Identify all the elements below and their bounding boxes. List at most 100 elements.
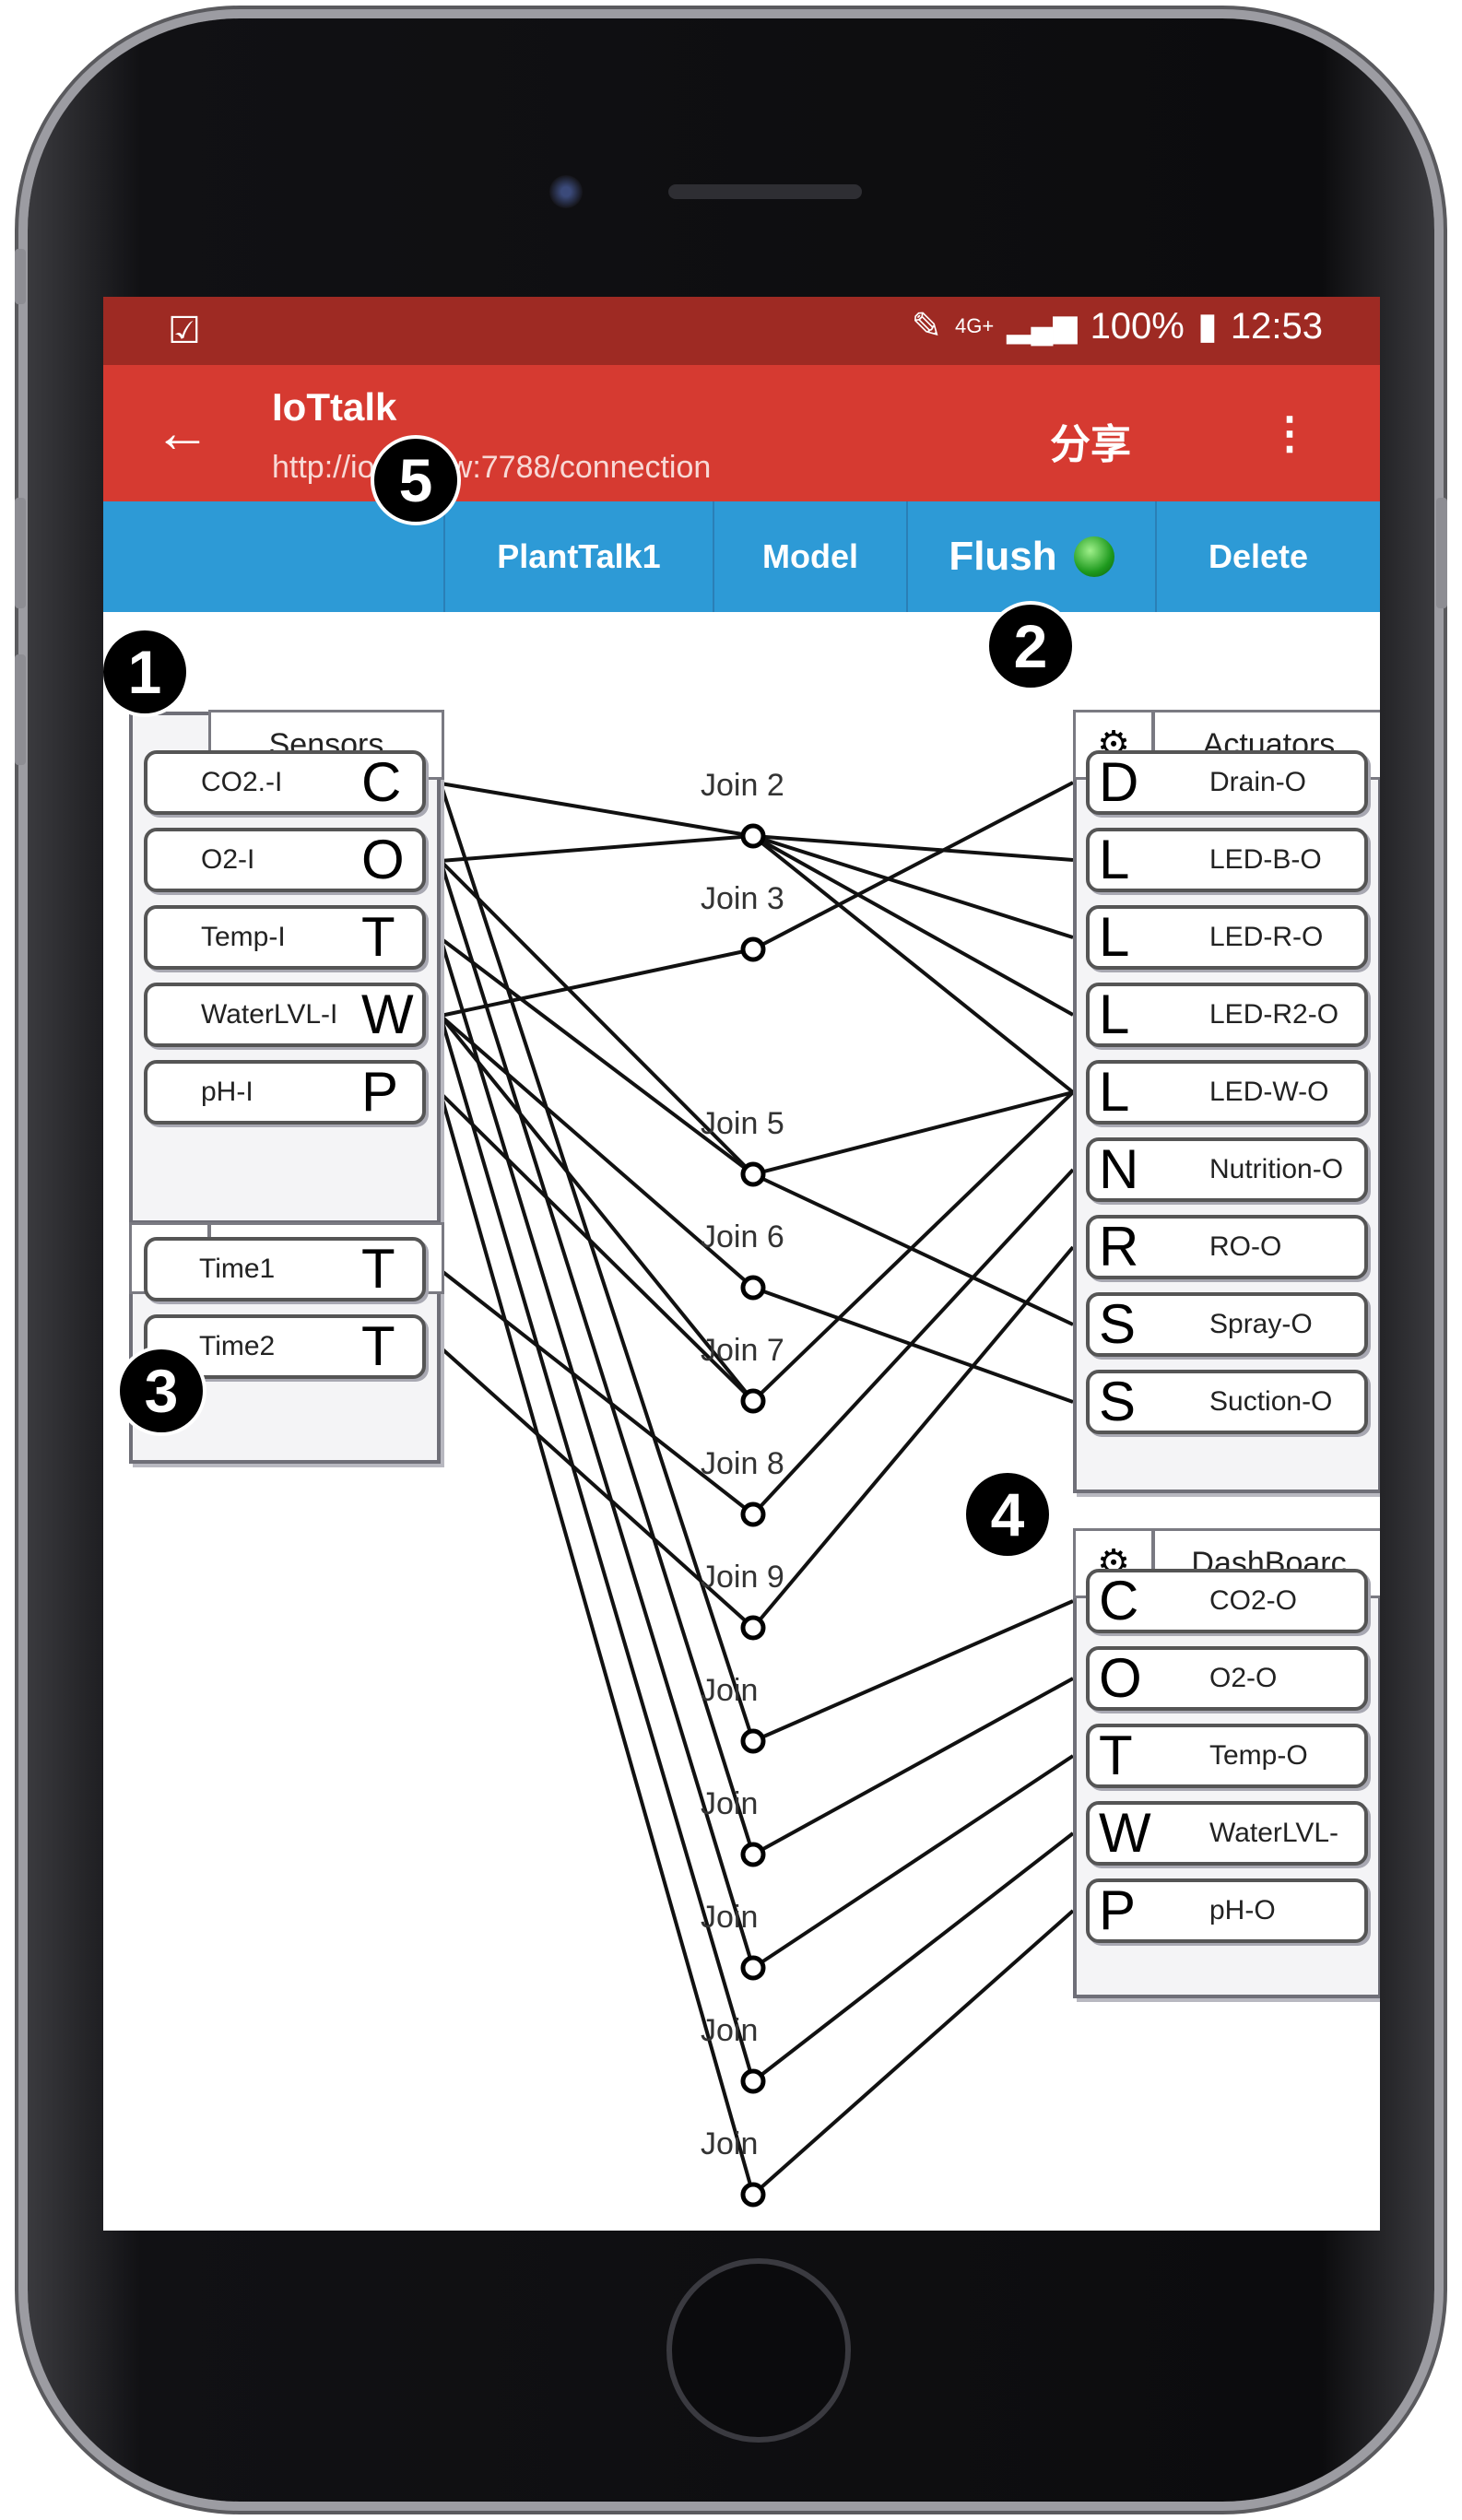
- dashboard-feature-label: Temp-O: [1209, 1740, 1308, 1771]
- connection-line: [752, 834, 1074, 939]
- join-label[interactable]: Join: [701, 1786, 759, 1821]
- actuators-feature-label: LED-W-O: [1209, 1077, 1329, 1107]
- connection-line: [439, 936, 755, 1176]
- dashboard-feature-label: WaterLVL-: [1209, 1818, 1339, 1848]
- actuators-feature-letter: L: [1099, 983, 1130, 1045]
- join-node-icon: [740, 1842, 766, 1867]
- checkbox-icon: ☑: [168, 311, 201, 351]
- home-button[interactable]: [666, 2258, 851, 2443]
- connection-line: [439, 937, 755, 1969]
- connection-line: [751, 1090, 1075, 1403]
- share-button[interactable]: 分享: [1050, 422, 1131, 467]
- sensors-feature-label: WaterLVL-I: [201, 999, 338, 1030]
- dashboard-feature-letter: O: [1099, 1647, 1142, 1709]
- sensors-feature-label: CO2.-I: [201, 767, 283, 797]
- back-arrow-icon[interactable]: ←: [154, 401, 211, 465]
- sensors-feature-letter: C: [361, 751, 402, 813]
- join-node-icon: [740, 1501, 766, 1527]
- more-options-icon[interactable]: ⋮: [1267, 409, 1312, 458]
- actuators-feature-6[interactable]: RO-O R: [1086, 1215, 1368, 1279]
- flush-button[interactable]: Flush: [906, 501, 1155, 612]
- join-label[interactable]: Join 5: [701, 1106, 784, 1141]
- join-label[interactable]: Join 6: [701, 1219, 784, 1254]
- delete-button[interactable]: Delete: [1155, 501, 1360, 612]
- actuators-feature-label: LED-B-O: [1209, 844, 1322, 875]
- volume-down-button: [15, 654, 26, 765]
- join-node-icon: [740, 1388, 766, 1414]
- mute-switch: [15, 249, 26, 304]
- sensors-feature-letter: T: [361, 906, 395, 968]
- join-label[interactable]: Join: [701, 1900, 759, 1935]
- model-button[interactable]: Model: [713, 501, 906, 612]
- actuators-feature-letter: R: [1099, 1216, 1139, 1278]
- sensors-feature-letter: O: [361, 829, 405, 890]
- dashboard-feature-label: O2-O: [1209, 1663, 1278, 1693]
- join-node-icon: [740, 936, 766, 962]
- connection-line: [439, 859, 755, 1176]
- join-label[interactable]: Join: [701, 2013, 759, 2048]
- actuators-feature-8[interactable]: Suction-O S: [1086, 1370, 1368, 1434]
- connection-line: [751, 1831, 1075, 2083]
- screen: ☑ ✎ 4G+ ▂▄▆ 100% ▮ 12:53 ← IoTtalk http:…: [103, 297, 1380, 2231]
- sensors-feature-1[interactable]: O2-I O: [144, 828, 426, 892]
- connection-line: [439, 1091, 755, 1403]
- earpiece-speaker: [668, 184, 862, 199]
- actuators-feature-letter: L: [1099, 829, 1130, 890]
- join-label[interactable]: Join 8: [701, 1446, 784, 1481]
- app-title: IoTtalk: [272, 385, 397, 429]
- signal-icon: ▂▄▆: [1007, 309, 1078, 344]
- dashboard-feature-letter: C: [1099, 1570, 1139, 1631]
- sensors-feature-0[interactable]: CO2.-I C: [144, 750, 426, 815]
- join-label[interactable]: Join: [701, 1673, 759, 1708]
- join-node-icon: [740, 823, 766, 849]
- front-camera: [549, 175, 583, 208]
- actuators-feature-1[interactable]: LED-B-O L: [1086, 828, 1368, 892]
- join-label[interactable]: Join: [701, 2126, 759, 2161]
- join-label[interactable]: Join 3: [701, 881, 784, 916]
- toolbar: PlantTalk1 Model Flush Delete: [103, 501, 1380, 612]
- project-button[interactable]: PlantTalk1: [443, 501, 713, 612]
- connection-line: [439, 1268, 755, 1516]
- app-bar: ← IoTtalk http://iottalk.tw:7788/connect…: [103, 365, 1380, 501]
- connection-line: [751, 1754, 1075, 1970]
- flush-status-led-icon: [1073, 536, 1114, 577]
- badge-5: 5: [371, 435, 461, 525]
- dashboard-feature-label: pH-O: [1209, 1895, 1276, 1925]
- sensors-feature-label: O2-I: [201, 844, 255, 875]
- dashboard-feature-1[interactable]: O2-O O: [1086, 1646, 1368, 1711]
- actuators-feature-label: Suction-O: [1209, 1386, 1333, 1417]
- join-label[interactable]: Join 2: [701, 768, 784, 803]
- power-button: [1436, 498, 1447, 608]
- sensors-feature-label: pH-I: [201, 1077, 253, 1107]
- actuators-feature-label: LED-R-O: [1209, 922, 1324, 952]
- join-label[interactable]: Join 9: [701, 1560, 784, 1595]
- actuators-feature-letter: S: [1099, 1371, 1137, 1432]
- join-label[interactable]: Join 7: [701, 1333, 784, 1368]
- 4g-icon: 4G+: [954, 314, 995, 337]
- connection-line: [440, 948, 754, 1018]
- join-node-icon: [740, 1615, 766, 1641]
- connection-line: [752, 1599, 1074, 1743]
- page-url: http://iottalk.tw:7788/connection: [272, 450, 712, 485]
- connection-line: [439, 860, 755, 1855]
- join-node-icon: [740, 2182, 766, 2208]
- status-bar: ☑ ✎ 4G+ ▂▄▆ 100% ▮ 12:53: [103, 297, 1380, 365]
- actuators-feature-letter: D: [1099, 751, 1139, 813]
- connection-lines: [439, 781, 1075, 2208]
- actuators-feature-label: RO-O: [1209, 1231, 1282, 1262]
- join-node-icon: [740, 1161, 766, 1187]
- dashboard-feature-3[interactable]: WaterLVL-W: [1086, 1801, 1368, 1866]
